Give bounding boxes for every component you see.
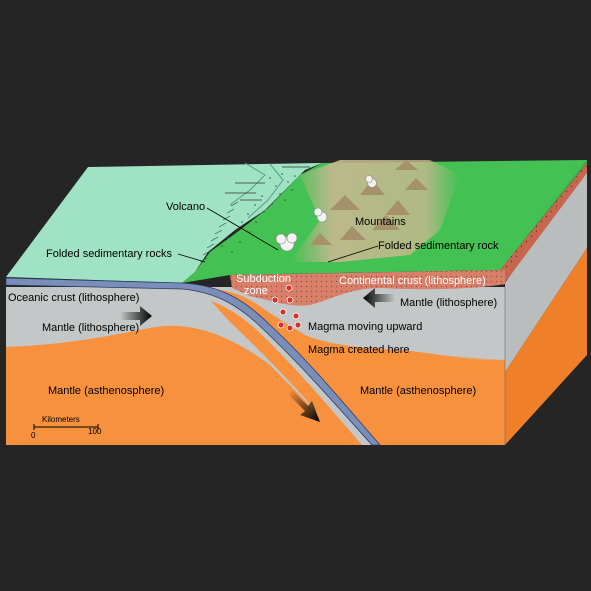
label-subduction-zone-1: Subduction [236, 273, 291, 285]
leader-folded-sedimentary-rocks [177, 253, 206, 263]
label-mountains: Mountains [355, 216, 406, 228]
label-magma-created-here: Magma created here [308, 344, 410, 356]
label-folded-sedimentary-rocks: Folded sedimentary rocks [46, 248, 172, 260]
label-mantle-asthenosphere-right: Mantle (asthenosphere) [360, 385, 476, 397]
label-mantle-lithosphere-right: Mantle (lithosphere) [400, 297, 497, 309]
oceanic-crust [5, 277, 381, 446]
labels: Volcano Mountains Folded sedimentary roc… [8, 201, 499, 397]
leader-folded-sedimentary-rock [327, 245, 379, 263]
label-subduction-zone-2: zone [244, 285, 268, 297]
label-folded-sedimentary-rock: Folded sedimentary rock [378, 240, 499, 252]
subducting-slab [182, 283, 378, 445]
scale-bar: Kilometers 0 100 [31, 415, 102, 440]
arrow-right-icon [120, 306, 152, 326]
arrow-down-right-icon [289, 390, 320, 422]
label-mantle-lithosphere-left: Mantle (lithosphere) [42, 322, 139, 334]
label-mantle-asthenosphere-left: Mantle (asthenosphere) [48, 385, 164, 397]
label-oceanic-crust: Oceanic crust (lithosphere) [8, 292, 139, 304]
magma-blobs [271, 284, 302, 332]
movement-arrows [120, 288, 395, 422]
arrow-left-icon [363, 288, 395, 308]
label-magma-moving-upward: Magma moving upward [308, 321, 422, 333]
block-top-surface [6, 160, 587, 283]
scale-bar-max: 100 [88, 427, 102, 436]
leader-volcano [206, 207, 279, 251]
label-continental-crust: Continental crust (lithosphere) [339, 275, 486, 287]
scale-bar-title: Kilometers [42, 415, 80, 424]
scale-bar-min: 0 [31, 431, 36, 440]
label-volcano: Volcano [166, 201, 205, 213]
